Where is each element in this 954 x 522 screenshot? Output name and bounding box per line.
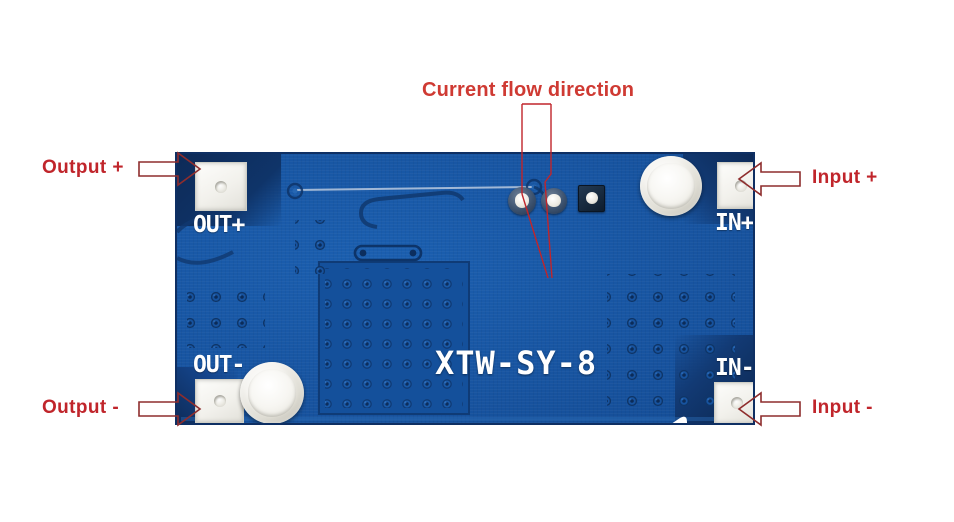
pcb-board: OUT+ IN+ OUT- IN- XTW-SY-8	[175, 152, 755, 425]
silkscreen-part-number: XTW-SY-8	[435, 344, 598, 382]
inductor	[508, 187, 536, 215]
out-plus-pad-hole	[215, 180, 227, 193]
silkscreen-in-minus: IN-	[715, 355, 754, 381]
input-minus-label: Input -	[812, 397, 873, 418]
output-capacitor-top	[247, 369, 297, 417]
input-plus-label: Input +	[812, 167, 878, 188]
pcb-traces-and-vias	[177, 178, 753, 421]
input-capacitor	[640, 156, 702, 216]
regulator-ic	[578, 185, 605, 212]
diode-top	[547, 193, 561, 208]
inductor-top	[514, 193, 530, 208]
in-minus-pad-hole	[730, 397, 743, 409]
in-plus-pad-hole	[734, 179, 747, 192]
current-flow-direction-label: Current flow direction	[422, 79, 635, 101]
silkscreen-in-plus: IN+	[715, 210, 754, 236]
out-plus-pad[interactable]	[195, 162, 247, 211]
silkscreen-out-minus: OUT-	[193, 352, 245, 378]
current-flow-arrow	[672, 416, 687, 423]
output-minus-label: Output -	[42, 397, 120, 418]
in-plus-pad[interactable]	[717, 162, 753, 209]
output-plus-label: Output +	[42, 157, 124, 178]
diode	[541, 188, 567, 214]
silkscreen-out-plus: OUT+	[193, 212, 245, 238]
out-minus-pad[interactable]	[195, 379, 244, 423]
input-capacitor-top	[647, 163, 695, 209]
out-minus-pad-hole	[213, 395, 226, 407]
output-capacitor	[240, 362, 304, 423]
